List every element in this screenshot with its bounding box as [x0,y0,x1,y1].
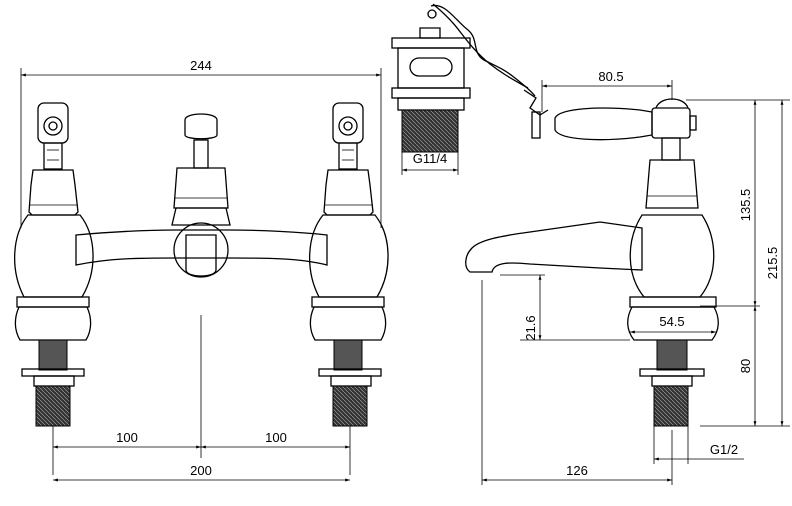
side-upper-body [645,159,699,209]
left-tap-body [14,169,94,341]
side-bulb-body [629,214,715,298]
dimension-heights: 135.5 215.5 80 [686,99,790,427]
front-spout [185,234,217,277]
label-base-diameter: 54.5 [659,314,684,329]
right-tap-body [309,169,389,341]
label-centres: 200 [190,463,212,478]
label-overall-width: 244 [190,58,212,73]
dimension-lever-reach: 80.5 [541,69,673,112]
label-lever-reach: 80.5 [598,69,623,84]
label-spout-height: 21.6 [523,315,538,340]
label-shank-length: 80 [738,359,753,373]
pillar-tap-side-view: 80.5 135.5 215.5 80 21.6 54.5 [465,69,790,485]
left-cross-handle [37,102,69,170]
label-spout-body-height: 135.5 [738,189,753,222]
dimension-spout-reach: 126 [481,280,673,485]
label-spacing-left: 100 [116,430,138,445]
side-spout [465,221,643,273]
label-total-height: 215.5 [765,247,780,280]
dimension-shank-thread: G1/2 [653,426,744,464]
centre-head [171,113,231,226]
chain-stay [523,89,549,139]
basin-waste: G11/4 [391,3,549,175]
dimension-centres: 200 [53,463,350,482]
right-cross-handle [332,102,364,170]
dimension-overall-width: 244 [20,58,382,228]
bridge-tap-front-view: 244 [14,58,389,482]
label-spacing-right: 100 [265,430,287,445]
bridge-pipe [75,222,328,278]
label-spout-reach: 126 [566,463,588,478]
lever-handle [554,98,697,161]
dimension-spacing: 100 100 [53,430,350,449]
dimension-base-diameter: 54.5 [630,314,716,334]
left-shank [21,339,85,475]
label-drain-thread: G11/4 [413,151,447,166]
right-shank [318,339,382,475]
label-shank-thread: G1/2 [710,442,738,457]
dimension-spout-height: 21.6 [500,274,630,341]
